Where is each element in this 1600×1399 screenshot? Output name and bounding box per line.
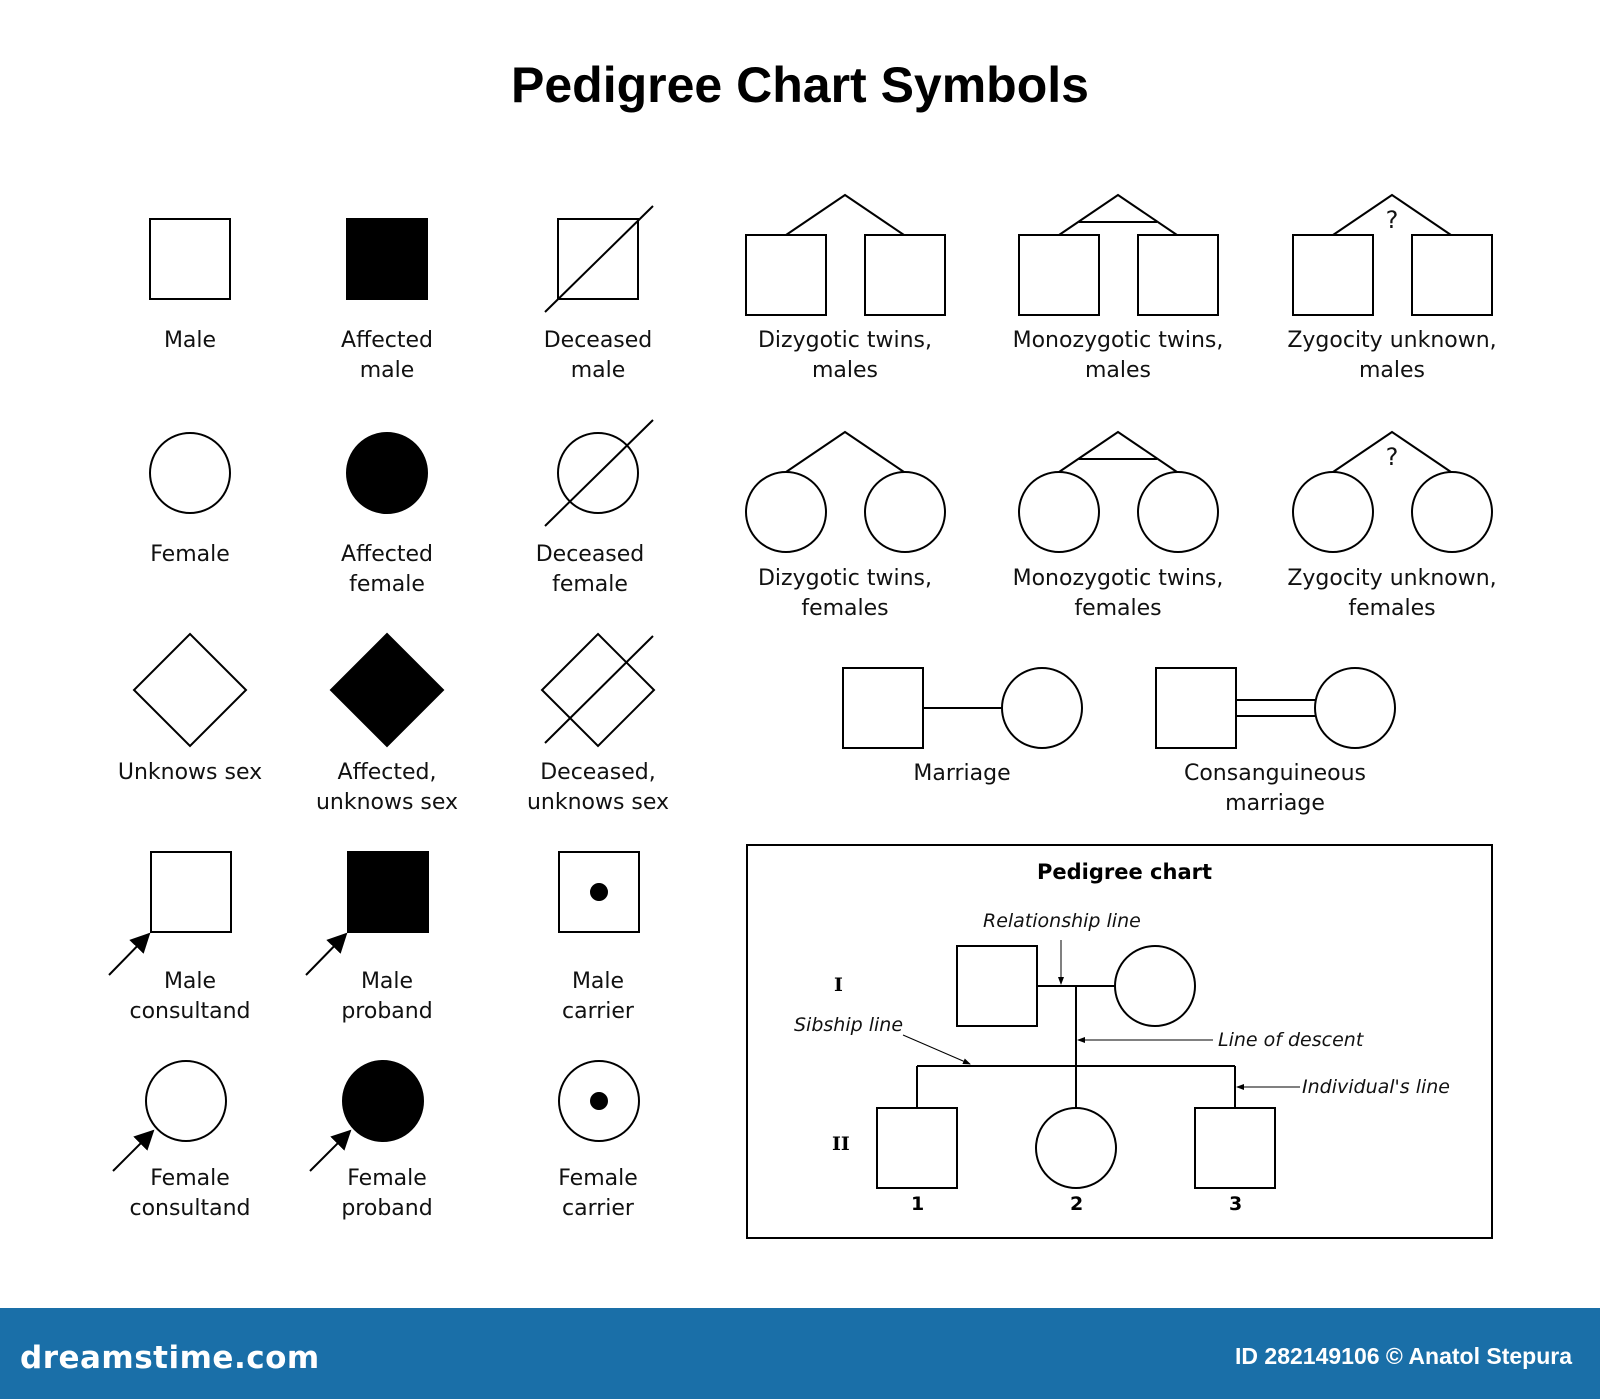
affected-male-symbol: [346, 218, 428, 300]
mz-twin-female-branch: [1058, 430, 1178, 473]
individual-number: 2: [1070, 1193, 1084, 1215]
twin-label: Monozygotic twins,females: [1012, 566, 1224, 621]
sibship-line-label: Sibship line: [794, 1014, 904, 1036]
female-consultand-arrow: [112, 1129, 155, 1172]
zygosity-unknown-mark: ?: [1385, 443, 1399, 471]
mz-twin-male-branch: [1058, 193, 1178, 236]
male-proband-symbol: [347, 851, 429, 933]
twin-label: Dizygotic twins,females: [757, 566, 932, 621]
zygosity-unknown-mark: ?: [1385, 206, 1399, 234]
uz-twin-female-branch: [1332, 430, 1452, 473]
male-consultand-arrow: [108, 932, 151, 976]
sibship-pointer: [902, 1034, 971, 1065]
uz-twin-female-2: [1411, 471, 1493, 553]
uz-twin-female-1: [1292, 471, 1374, 553]
pedigree-panel: [746, 844, 1493, 1239]
deceased-female-slash: [544, 419, 654, 527]
deceased-male-symbol: [557, 218, 639, 300]
dz-twin-female-1: [745, 471, 827, 553]
dz-twin-female-2: [864, 471, 946, 553]
generation-label: II: [832, 1133, 850, 1155]
affected-unknown-sex-symbol: [329, 632, 445, 748]
consanguineous-female: [1314, 667, 1396, 749]
individual-line-label: Individual's line: [1302, 1076, 1450, 1098]
mz-twin-male-1: [1018, 234, 1100, 316]
uz-twin-male-1: [1292, 234, 1374, 316]
dz-twin-male-1: [745, 234, 827, 316]
mz-twin-female-1: [1018, 471, 1100, 553]
deceased-unknown-sex-slash: [544, 635, 654, 744]
female-carrier-symbol: [558, 1060, 640, 1142]
relationship-line-label: Relationship line: [983, 910, 1141, 932]
gen2-child-2: [1035, 1107, 1117, 1189]
gen2-child-1: [876, 1107, 958, 1189]
generation-label: I: [834, 974, 843, 996]
brand-logo[interactable]: dreamstime.com: [20, 1340, 320, 1376]
female-proband-arrow: [309, 1129, 352, 1172]
male-consultand-symbol: [150, 851, 232, 933]
male-proband-arrow: [305, 932, 348, 976]
uz-twin-male-2: [1411, 234, 1493, 316]
female-symbol: [149, 432, 231, 514]
individual-number: 1: [911, 1193, 925, 1215]
footer-bar: [0, 1308, 1600, 1399]
page-title: Pedigree Chart Symbols: [511, 57, 1089, 113]
unknown-sex-symbol: [132, 632, 248, 748]
marriage-male: [842, 667, 924, 749]
individual-number: 3: [1229, 1193, 1243, 1215]
mz-twin-female-2: [1137, 471, 1219, 553]
male-carrier-symbol: [558, 851, 640, 933]
female-consultand-symbol: [145, 1060, 227, 1142]
gen2-child-3: [1194, 1107, 1276, 1189]
gen1-father: [956, 945, 1038, 1027]
symbol-label: Unknows sex: [117, 760, 263, 785]
twin-label: Zygocity unknown,males: [1287, 328, 1497, 383]
deceased-female-symbol: [557, 432, 639, 514]
symbol-label: Female: [150, 542, 230, 567]
dz-twin-female-branch: [785, 430, 905, 473]
affected-female-symbol: [346, 432, 428, 514]
symbol-label: Affected,unknows sex: [315, 760, 459, 815]
male-symbol: [149, 218, 231, 300]
twin-label: Monozygotic twins,males: [1012, 328, 1224, 383]
female-carrier-dot: [590, 1092, 608, 1110]
dz-twin-male-2: [864, 234, 946, 316]
uz-twin-male-branch: [1332, 193, 1452, 236]
female-proband-symbol: [342, 1060, 424, 1142]
dz-twin-male-branch: [785, 193, 905, 236]
pedigree-chart-title: Pedigree chart: [1037, 860, 1213, 884]
gen1-mother: [1114, 945, 1196, 1027]
twin-label: Dizygotic twins,males: [757, 328, 932, 383]
symbol-label: Male: [163, 328, 217, 353]
deceased-unknown-sex-symbol: [540, 632, 656, 748]
symbol-label: Deceased,unknows sex: [526, 760, 670, 815]
consanguineous-male: [1155, 667, 1237, 749]
marriage-label: Marriage: [913, 761, 1011, 786]
twin-label: Zygocity unknown,females: [1287, 566, 1497, 621]
line-of-descent-label: Line of descent: [1218, 1029, 1364, 1051]
marriage-female: [1001, 667, 1083, 749]
deceased-male-slash: [544, 205, 654, 313]
mz-twin-male-2: [1137, 234, 1219, 316]
male-carrier-dot: [590, 883, 608, 901]
image-credit: ID 282149106 © Anatol Stepura: [1235, 1343, 1572, 1369]
